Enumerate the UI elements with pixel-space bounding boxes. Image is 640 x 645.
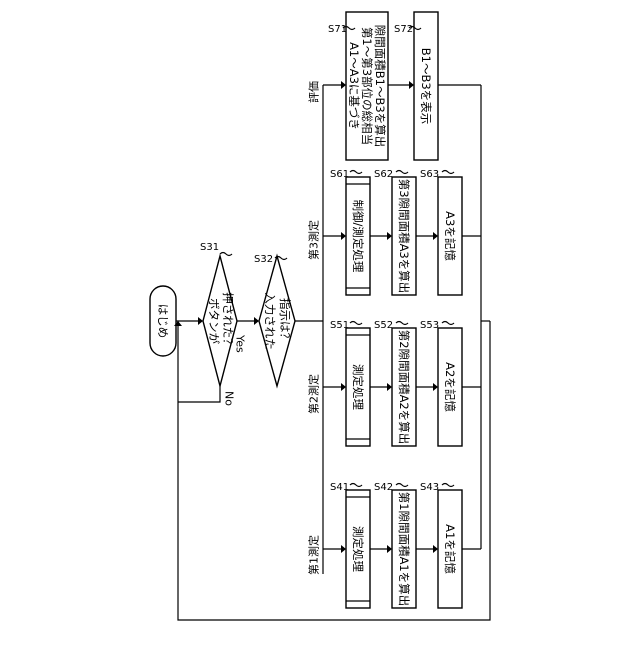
no-label: No — [223, 391, 236, 406]
arrowhead — [341, 545, 346, 553]
step-tick — [442, 484, 454, 487]
step-label-s51: S51 — [330, 320, 349, 331]
step-text-s72: B1～B3を表示 — [419, 48, 433, 124]
step-label-s62: S62 — [374, 169, 393, 180]
step-tick — [442, 322, 454, 325]
arrowhead — [387, 232, 392, 240]
step-label-s63: S63 — [420, 169, 439, 180]
arrowhead — [341, 81, 346, 89]
arrowhead — [433, 383, 438, 391]
step-text-s63: A3を記憶 — [443, 211, 457, 261]
step-text-s71-line1: A1～A3に基づき — [347, 42, 361, 130]
step-label-s53: S53 — [420, 320, 439, 331]
arrowhead — [341, 383, 346, 391]
step-text-s71-line3: 隙間面積B1～B3を算出 — [373, 25, 387, 147]
arrowhead — [409, 81, 414, 89]
branch-label-m2: 第2測定 — [307, 374, 321, 414]
step-label-s61: S61 — [330, 169, 349, 180]
branch-label-m3: 第3測定 — [307, 220, 321, 260]
start-label: はじめ — [156, 304, 170, 339]
arrowhead — [341, 232, 346, 240]
step-text-s42: 第1隙間面積A1を算出 — [397, 492, 411, 607]
step-tick — [350, 322, 362, 325]
decision1-line2: 押された？ — [221, 292, 235, 350]
decision2-line2: 指示は？ — [278, 298, 292, 344]
step-tick — [350, 484, 362, 487]
branch-label-ev: 評価 — [307, 81, 321, 103]
step-text-s43: A1を記憶 — [443, 524, 457, 574]
step-label-s32: S32 — [254, 254, 273, 265]
step-tick — [396, 322, 408, 325]
step-tick — [350, 171, 362, 174]
arrowhead — [433, 545, 438, 553]
decision2-line1: 入力された — [263, 292, 277, 350]
connector-no — [178, 386, 220, 402]
branch-label-m1: 第1測定 — [307, 535, 321, 575]
step-tick — [220, 253, 232, 256]
step-text-s51: 測定処理 — [351, 364, 365, 410]
step-text-s41: 測定処理 — [351, 526, 365, 572]
step-label-s31: S31 — [200, 242, 219, 253]
arrowhead — [387, 383, 392, 391]
step-text-s53: A2を記憶 — [443, 362, 457, 412]
arrowhead — [387, 545, 392, 553]
step-label-s43: S43 — [420, 482, 439, 493]
step-label-s42: S42 — [374, 482, 393, 493]
step-text-s61: 制御/測定処理 — [351, 200, 365, 273]
step-text-s52: 第2隙間面積A2を算出 — [397, 330, 411, 445]
step-text-s71-line2: 第1～第3部位の総相当 — [360, 27, 374, 145]
step-label-s72: S72 — [394, 24, 413, 35]
step-text-s62: 第3隙間面積A3を算出 — [397, 179, 411, 294]
step-tick — [396, 484, 408, 487]
arrowhead — [198, 317, 203, 325]
step-label-s71: S71 — [328, 24, 347, 35]
arrowhead — [254, 317, 259, 325]
decision1-line1: ボタンが — [207, 298, 221, 344]
yes-label: Yes — [234, 334, 247, 353]
step-tick — [396, 171, 408, 174]
step-label-s52: S52 — [374, 320, 393, 331]
step-label-s41: S41 — [330, 482, 349, 493]
step-tick — [442, 171, 454, 174]
arrowhead — [433, 232, 438, 240]
